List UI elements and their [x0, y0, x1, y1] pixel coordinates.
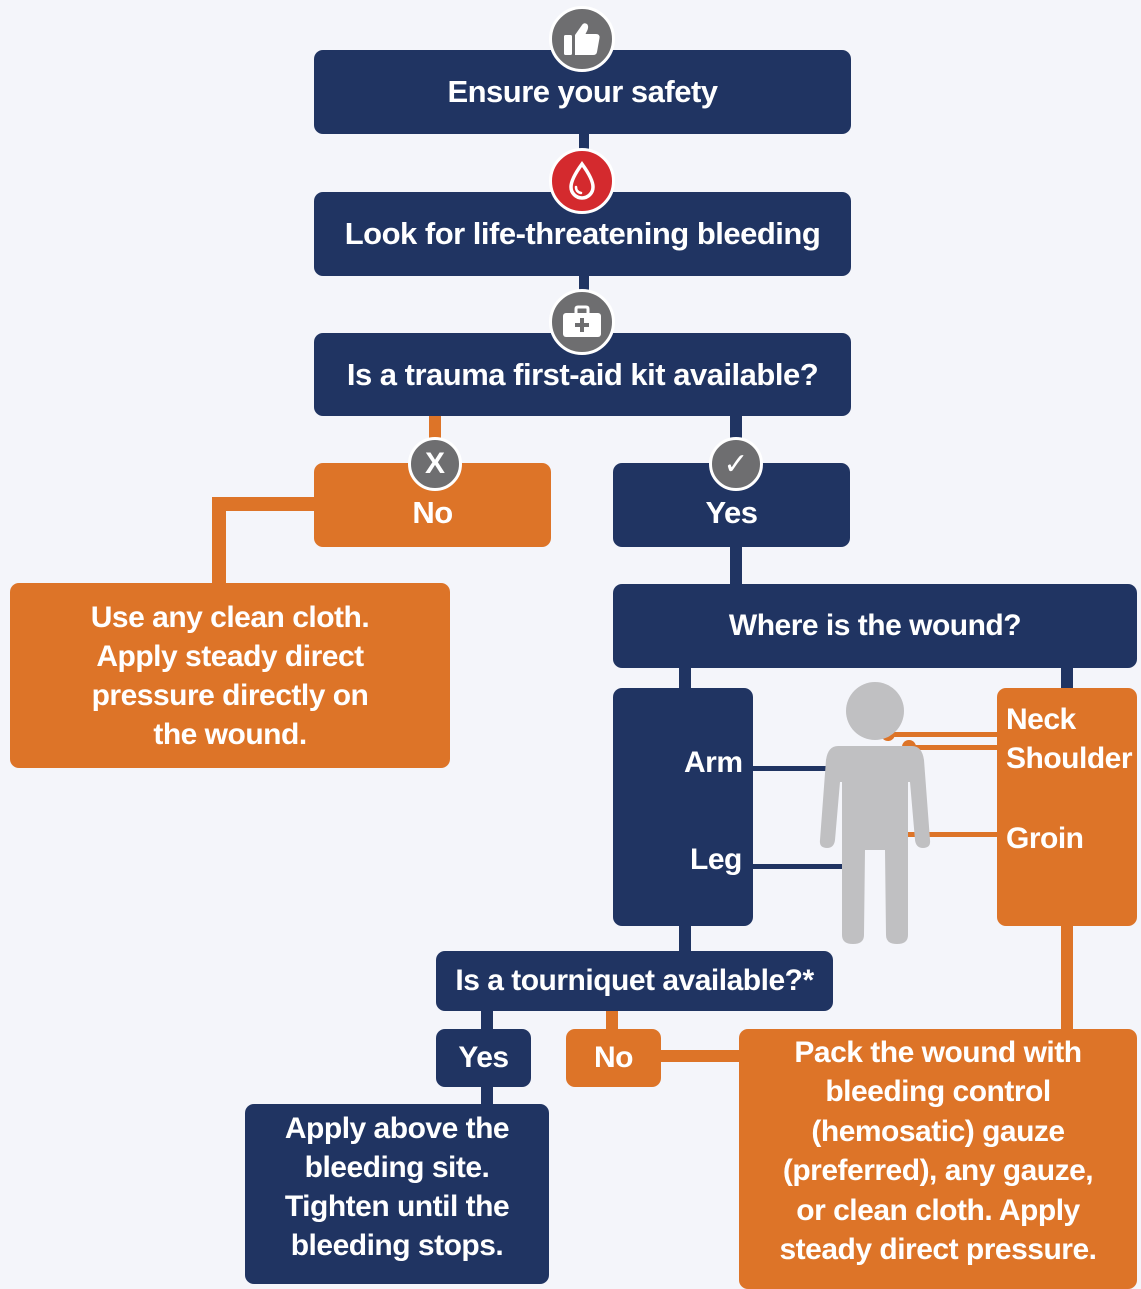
connector-tourniquet-yes	[481, 1008, 493, 1032]
kit-yes-label: Yes	[705, 495, 758, 530]
tourniquet-line-4: bleeding stops.	[290, 1229, 504, 1262]
leg-label: Leg	[690, 843, 742, 876]
connector-yes-apply	[481, 1084, 493, 1108]
first-aid-kit-badge	[549, 289, 615, 355]
arm-pointer-line	[752, 766, 832, 771]
pack-line-2: bleeding control	[825, 1075, 1051, 1108]
x-icon: X	[424, 447, 445, 480]
tourniquet-no-label: No	[594, 1041, 634, 1074]
thumbs-up-icon	[564, 23, 600, 55]
neck-pointer-line	[887, 732, 999, 737]
arm-label: Arm	[684, 746, 743, 779]
step-look-for-bleeding-label: Look for life-threatening bleeding	[344, 216, 821, 251]
tourniquet-question: Is a tourniquet available?*	[436, 951, 833, 1011]
tourniquet-line-2: bleeding site.	[304, 1151, 490, 1184]
connector-tourniquet-no	[606, 1008, 618, 1032]
groin-label: Groin	[1006, 822, 1084, 855]
connector-no-cloth-v	[212, 497, 226, 587]
tourniquet-question-label: Is a tourniquet available?*	[455, 964, 814, 997]
tourniquet-line-1: Apply above the	[284, 1112, 510, 1145]
kit-no-label: No	[412, 495, 453, 530]
shoulder-label: Shoulder	[1006, 742, 1133, 775]
blood-drop-icon	[569, 161, 595, 200]
step-ensure-safety-label: Ensure your safety	[447, 74, 718, 109]
kit-no-box: No	[314, 463, 551, 547]
yes-badge: ✓	[709, 437, 763, 491]
connector-wound-limbs	[679, 664, 691, 692]
tourniquet-no-box: No	[566, 1029, 661, 1087]
human-figure-icon	[819, 682, 931, 944]
pack-line-3: (hemosatic) gauze	[811, 1114, 1065, 1148]
check-icon: ✓	[723, 446, 749, 482]
pack-line-1: Pack the wound with	[794, 1035, 1082, 1069]
no-kit-line-2: Apply steady direct	[96, 639, 364, 673]
tourniquet-line-3: Tighten until the	[284, 1190, 510, 1223]
shoulder-pointer-line	[908, 745, 999, 750]
groin-pointer-line	[882, 832, 999, 837]
pack-instructions: Pack the wound with bleeding control (he…	[739, 1029, 1137, 1289]
no-kit-line-4: the wound.	[153, 717, 307, 751]
wound-question: Where is the wound?	[613, 584, 1137, 668]
tourniquet-yes-box: Yes	[436, 1029, 531, 1087]
pack-line-4: (preferred), any gauze,	[782, 1154, 1094, 1187]
no-kit-line-1: Use any clean cloth.	[90, 600, 370, 634]
blood-drop-badge	[549, 148, 615, 214]
junctional-box	[997, 688, 1137, 926]
thumbs-up-badge	[549, 6, 615, 72]
connector-junctional-pack	[1061, 922, 1073, 1032]
first-aid-kit-icon	[563, 305, 601, 337]
connector-no-pack	[656, 1050, 744, 1062]
no-badge: X	[408, 437, 462, 491]
connector-no-cloth-h	[212, 497, 318, 511]
wound-question-label: Where is the wound?	[728, 609, 1022, 642]
tourniquet-instructions: Apply above the bleeding site. Tighten u…	[245, 1104, 549, 1284]
pack-line-6: steady direct pressure.	[779, 1233, 1098, 1266]
connector-limbs-tourniquet	[679, 922, 691, 954]
connector-wound-junctional	[1061, 664, 1073, 692]
step-kit-question-label: Is a trauma first-aid kit available?	[346, 356, 819, 392]
connector-yes-wound	[730, 543, 742, 587]
pack-line-5: or clean cloth. Apply	[796, 1193, 1080, 1227]
no-kit-line-3: pressure directly on	[91, 678, 369, 712]
leg-pointer-line	[752, 864, 852, 869]
no-kit-instructions: Use any clean cloth. Apply steady direct…	[10, 583, 450, 768]
tourniquet-yes-label: Yes	[458, 1041, 509, 1074]
neck-label: Neck	[1006, 703, 1076, 736]
limb-box	[613, 688, 753, 926]
